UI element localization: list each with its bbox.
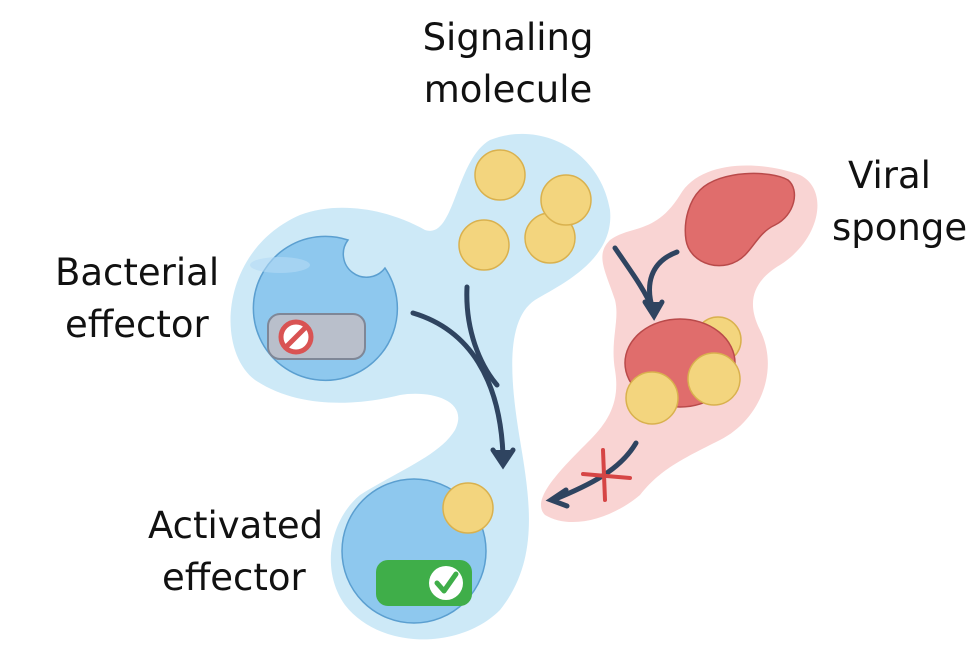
signaling-molecule (474, 149, 526, 201)
bound-signaling-molecule (442, 482, 494, 534)
no-entry-icon (278, 319, 314, 355)
label-line: Viral (848, 154, 931, 197)
activation-arrow (410, 284, 516, 470)
checkmark-icon (429, 566, 463, 600)
label-line: effector (162, 556, 306, 599)
label-line: Signaling (422, 16, 594, 59)
signaling-molecule (540, 174, 592, 226)
sponge-binding-arrow (612, 245, 680, 321)
label-line: Bacterial (55, 251, 220, 294)
sponge-complex (624, 316, 742, 425)
signaling-molecule (458, 219, 510, 271)
signaling-molecule-label: Signaling molecule (418, 12, 598, 116)
signaling-molecules (458, 149, 592, 271)
activated-effector (341, 478, 494, 624)
viral-sponge-label: Viral sponge (832, 150, 972, 254)
viral-sponge (684, 172, 796, 267)
cross-icon (581, 448, 632, 502)
bacterial-effector-label: Bacterial effector (55, 247, 235, 351)
bacterial-effector (250, 235, 399, 382)
label-line: Activated (148, 504, 324, 547)
label-line: sponge (832, 206, 968, 249)
label-line: effector (65, 303, 209, 346)
activated-effector-label: Activated effector (148, 500, 328, 604)
label-line: molecule (423, 68, 593, 111)
